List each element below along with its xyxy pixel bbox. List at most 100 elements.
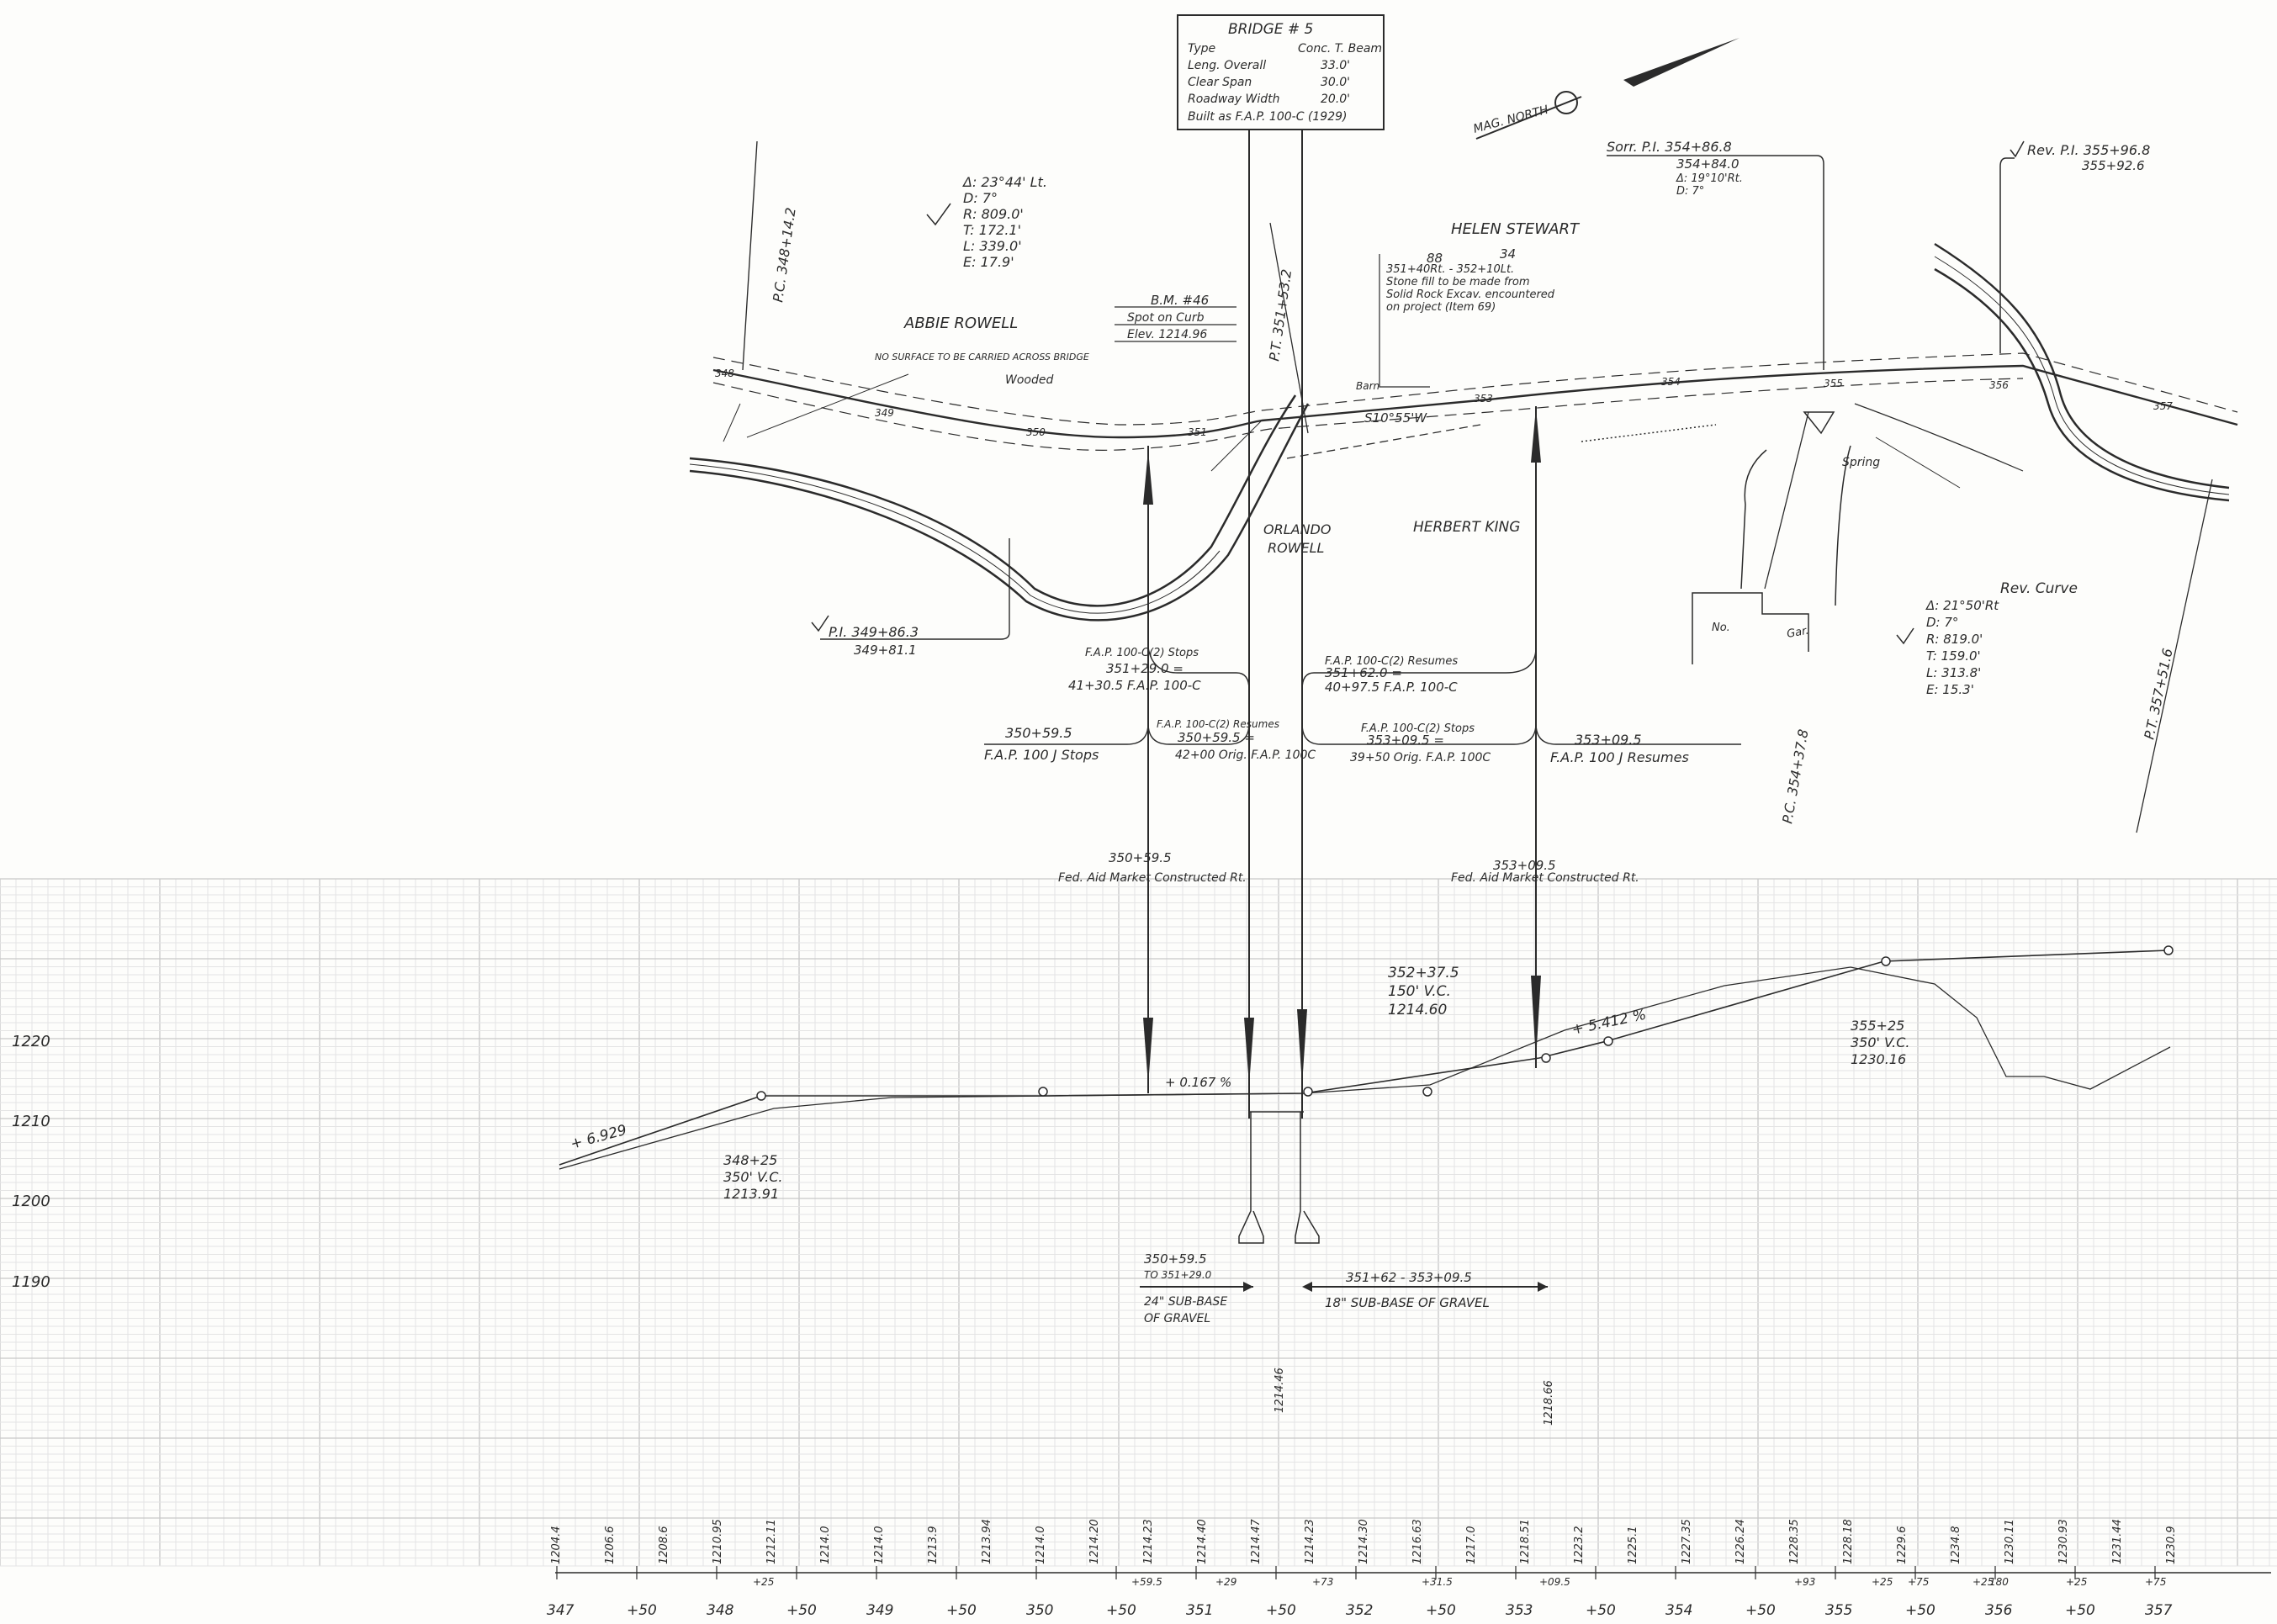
stream-left: [689, 394, 1310, 622]
station-label: +50: [1745, 1602, 1776, 1619]
station-label: 352: [1346, 1602, 1373, 1619]
subbase2-2: 18" SUB-BASE OF GRAVEL: [1325, 1295, 1490, 1310]
bridge-span-label: Clear Span: [1188, 76, 1252, 89]
ground-elev-label: 1206.6: [604, 1526, 617, 1565]
fap-stops-100c2b-2: 353+09.5 =: [1367, 733, 1444, 748]
owner-helen: HELEN STEWART: [1451, 220, 1581, 238]
helen-num-2: 34: [1500, 246, 1516, 262]
stone-fill-note: 351+40Rt. - 352+10Lt. Stone fill to be m…: [1379, 254, 1555, 388]
plus-label: +25: [1872, 1576, 1893, 1588]
station-label: +50: [1586, 1602, 1616, 1619]
curve-t: T: 172.1': [963, 222, 1021, 238]
bm-elev: Elev. 1214.96: [1127, 328, 1207, 341]
fap-resumes-100j-1: 353+09.5: [1575, 732, 1642, 748]
elev-label-1220: 1220: [12, 1033, 50, 1050]
mag-north-label: MAG. NORTH: [1472, 103, 1550, 136]
station-label: +50: [786, 1602, 817, 1619]
station-label: 349: [866, 1602, 893, 1619]
plus-label: +25: [753, 1576, 774, 1588]
plus-label: +29: [1215, 1576, 1236, 1588]
curve-l: L: 339.0': [963, 238, 1022, 254]
station-label: +50: [1106, 1602, 1136, 1619]
fap-stops-100j-1: 350+59.5: [1005, 725, 1072, 741]
helen-num-1: 88: [1427, 251, 1443, 266]
ground-elev-label: 1208.6: [658, 1526, 670, 1565]
barn-label: Barn: [1356, 380, 1379, 392]
ground-elev-label: 1214.23: [1304, 1519, 1316, 1564]
ground-elev-label: 1212.11: [765, 1519, 778, 1564]
plus-label: +31.5: [1422, 1576, 1453, 1588]
pt-351-label: P.T. 351+53.2: [1266, 268, 1295, 362]
fap-resumes-100j-2: F.A.P. 100 J Resumes: [1550, 749, 1689, 765]
plan-station-356: 356: [1989, 379, 2009, 391]
plus-label: +25: [1973, 1576, 1994, 1588]
station-label: +50: [946, 1602, 977, 1619]
vc1-1: 348+25: [723, 1152, 777, 1168]
ground-elev-label: 1229.6: [1896, 1526, 1909, 1565]
ground-elev-label: 1214.30: [1358, 1519, 1370, 1564]
fap-resumes-100c2b-2: 350+59.5 =: [1178, 730, 1255, 745]
owner-orlando-2: ROWELL: [1268, 540, 1324, 556]
rev-curve-data: Rev. Curve Δ: 21°50'Rt D: 7° R: 819.0' T…: [1896, 580, 2078, 697]
elev-label-1190: 1190: [12, 1273, 50, 1291]
ground-elev-label: 1216.63: [1411, 1519, 1424, 1564]
fap-stops-100c2b-1: F.A.P. 100-C(2) Stops: [1361, 722, 1475, 735]
subbase1-1: 350+59.5: [1144, 1251, 1207, 1267]
sorr-pi-4: D: 7°: [1676, 185, 1704, 198]
fap-stops-100c2-3: 41+30.5 F.A.P. 100-C: [1068, 678, 1201, 693]
plus-label: +09.5: [1539, 1576, 1570, 1588]
elev-label-1200: 1200: [12, 1193, 50, 1210]
stone-fill-3: Solid Rock Excav. encountered: [1386, 288, 1555, 301]
owner-orlando-1: ORLANDO: [1263, 521, 1331, 537]
rev-pi-callout: Rev. P.I. 355+96.8 355+92.6: [1999, 140, 2150, 353]
vc2-2: 150' V.C.: [1388, 983, 1451, 1000]
spring-label: Spring: [1842, 456, 1880, 469]
pi-349-1: P.I. 349+86.3: [829, 624, 919, 640]
grade-2-label: + 0.167 %: [1165, 1075, 1231, 1090]
ground-elev-label: 1231.44: [2111, 1519, 2124, 1564]
station-label: 347: [547, 1602, 575, 1619]
fill-elev: 1218.66: [1543, 1380, 1555, 1426]
station-label: 354: [1665, 1602, 1692, 1619]
sorr-pi-callout: Sorr. P.I. 354+86.8 354+84.0 Δ: 19°10'Rt…: [1607, 139, 1824, 370]
bearing-label: S10°55'W: [1364, 410, 1427, 426]
plan-station-353: 353: [1474, 393, 1493, 405]
station-label: +50: [1426, 1602, 1456, 1619]
ground-elev-label: 1228.18: [1842, 1519, 1855, 1564]
fed-aid-right-1: 353+09.5: [1493, 858, 1556, 873]
pc-354-label: P.C. 354+37.8: [1779, 728, 1811, 825]
rev-curve-l: L: 313.8': [1926, 665, 1981, 680]
fap-resumes-100c2b-1: F.A.P. 100-C(2) Resumes: [1157, 718, 1279, 730]
fap-resumes-100c2b-3: 42+00 Orig. F.A.P. 100C: [1175, 749, 1316, 762]
rev-curve-t: T: 159.0': [1926, 648, 1981, 664]
ground-elev-label: 1217.0: [1465, 1526, 1478, 1565]
bm-spot: Spot on Curb: [1127, 311, 1205, 325]
plus-label: 180: [1989, 1576, 2009, 1588]
bridge-width-label: Roadway Width: [1188, 93, 1280, 106]
plan-station-350: 350: [1026, 426, 1046, 438]
bridge-length-label: Leng. Overall: [1188, 59, 1266, 72]
profile: + 6.929 + 0.167 % + 5.412 % 348+25 350' …: [12, 945, 2174, 1426]
bridge-info-box: BRIDGE # 5 Type Conc. T. Beam Leng. Over…: [1177, 14, 1385, 130]
plan-station-357: 357: [2153, 400, 2173, 412]
bridge-built: Built as F.A.P. 100-C (1929): [1188, 110, 1347, 124]
station-label: 356: [1985, 1602, 2013, 1619]
rev-curve-e: E: 15.3': [1926, 682, 1974, 697]
station-label: +50: [1266, 1602, 1296, 1619]
plus-label: +59.5: [1131, 1576, 1162, 1588]
ground-elev-label: 1218.51: [1519, 1519, 1532, 1564]
ground-elev-label: 1214.20: [1088, 1519, 1101, 1564]
rev-curve-d: D: 7°: [1926, 615, 1958, 630]
subbase1-3: 24" SUB-BASE: [1144, 1295, 1227, 1309]
bridge-elev: 1214.46: [1274, 1367, 1286, 1413]
bridge-width-value: 20.0': [1321, 93, 1350, 106]
plan-station-351: 351: [1188, 426, 1207, 438]
rev-curve-r: R: 819.0': [1926, 632, 1983, 647]
fap-resumes-100c2-3: 40+97.5 F.A.P. 100-C: [1325, 680, 1458, 695]
ground-elev-label: 1230.93: [2057, 1519, 2070, 1564]
fed-aid-left-2: Fed. Aid Market Constructed Rt.: [1058, 871, 1247, 885]
rev-pi-1: Rev. P.I. 355+96.8: [2027, 142, 2150, 158]
